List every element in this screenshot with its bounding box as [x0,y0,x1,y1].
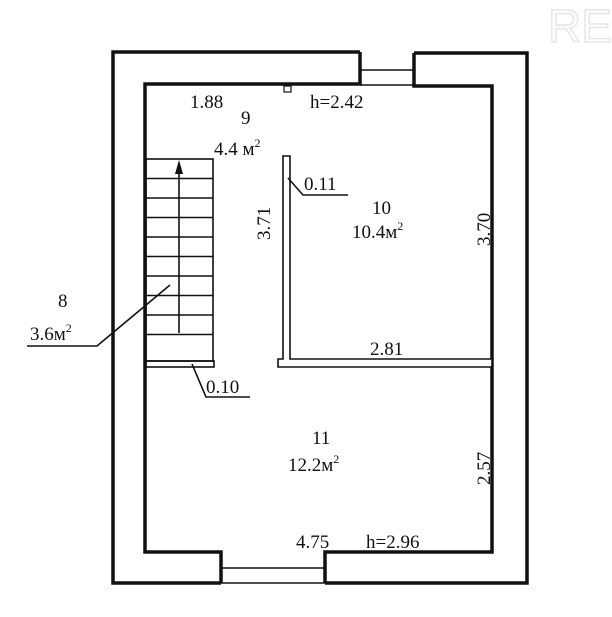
partition-length: 3.71 [254,207,275,240]
bottom-ceiling-height: h=2.96 [366,532,419,553]
room9-width: 1.88 [190,92,223,113]
slab-thickness: 0.10 [206,377,239,398]
room10-area: 10.4м2 [352,219,403,243]
top-window [360,69,414,86]
watermark-logo: RE [548,0,612,52]
room10-width: 2.81 [370,339,403,360]
room9-number: 9 [241,108,251,129]
inner-wall [143,52,494,583]
room11-width: 4.75 [296,532,329,553]
room8-number: 8 [58,291,68,312]
arrow-up-icon [175,160,183,174]
room9-area: 4.4 м2 [214,136,261,160]
room10-length: 3.70 [474,213,495,246]
leader-room8 [27,284,171,347]
room10-number: 10 [372,198,391,219]
room8-area: 3.6м2 [30,321,72,345]
bottom-window [221,567,325,584]
leader-partition-thickness [287,177,348,196]
room11-number: 11 [312,428,330,449]
partition-wall [277,155,493,368]
top-ceiling-height: h=2.42 [310,92,363,113]
vent-marker [283,85,292,93]
leader-slab-thickness [191,363,250,398]
room11-length: 2.57 [474,452,495,485]
room11-area: 12.2м2 [288,452,339,476]
outer-wall [111,50,529,585]
staircase [145,158,215,368]
partition-thickness: 0.11 [304,174,337,195]
